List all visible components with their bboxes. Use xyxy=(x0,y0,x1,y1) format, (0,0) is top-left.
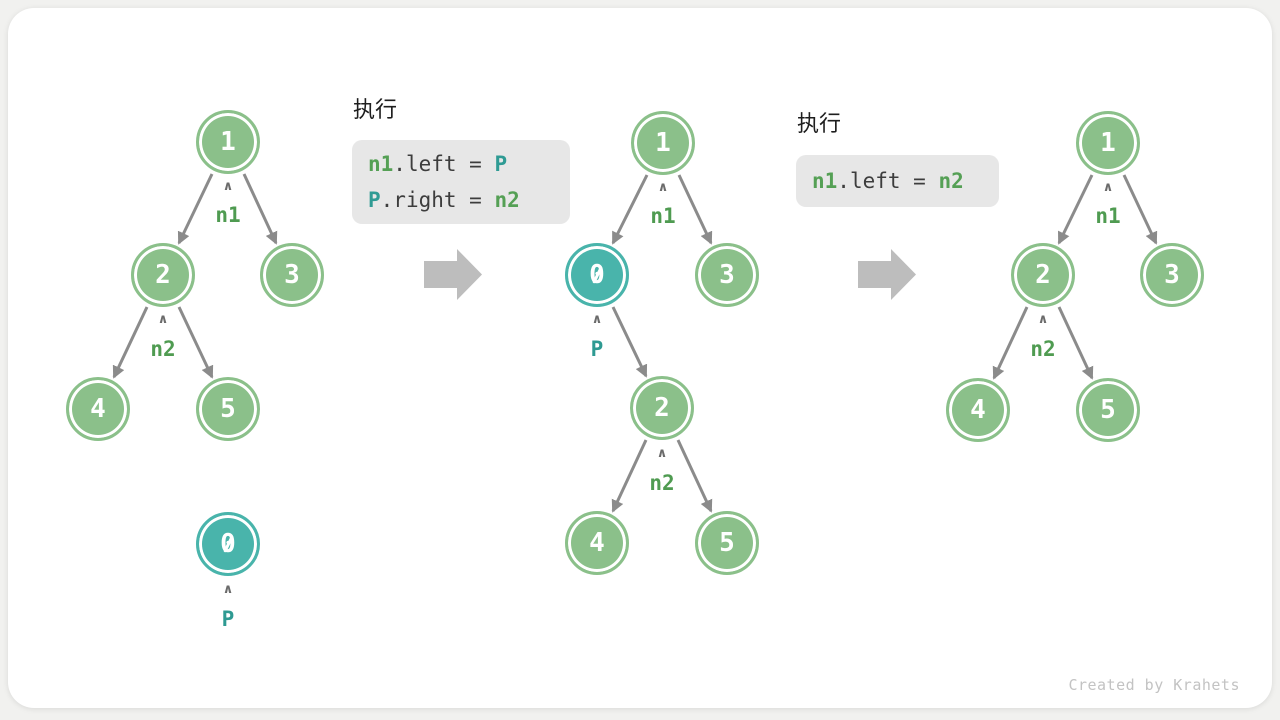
pointer-label-n2: n2 xyxy=(1030,337,1056,361)
pointer-label-n2: n2 xyxy=(150,337,176,361)
tree-node: 3 xyxy=(260,243,324,307)
node-value: 3 xyxy=(719,260,735,290)
node-value: 2 xyxy=(155,260,171,290)
tree-node: 2 xyxy=(131,243,195,307)
node-value: 1 xyxy=(1100,128,1116,158)
pointer-caret-icon: ∧ xyxy=(1037,312,1049,327)
code-block: n1.left = n2 xyxy=(796,155,999,207)
tree-node: 5 xyxy=(1076,378,1140,442)
tree-node: 3 xyxy=(1140,243,1204,307)
tree-node: 3 xyxy=(695,243,759,307)
exec-label: 执行 xyxy=(797,112,842,137)
exec-label: 执行 xyxy=(353,98,398,123)
tree-node: 5 xyxy=(196,377,260,441)
code-line: n1.left = n2 xyxy=(812,163,983,199)
watermark-credit: Created by Krahets xyxy=(1068,676,1240,694)
diagram-card xyxy=(8,8,1272,708)
tree-node: 1 xyxy=(631,111,695,175)
code-token: n1 xyxy=(812,169,838,193)
tree-node-p: 0 xyxy=(196,512,260,576)
node-value: 3 xyxy=(1164,260,1180,290)
code-line: n1.left = P xyxy=(368,146,554,182)
node-value: 2 xyxy=(1035,260,1051,290)
tree-node: 1 xyxy=(1076,111,1140,175)
code-token: .left = xyxy=(837,169,939,193)
code-token: P xyxy=(368,188,381,212)
tree-node: 4 xyxy=(66,377,130,441)
node-value: 3 xyxy=(284,260,300,290)
node-value: 5 xyxy=(719,528,735,558)
pointer-label-p: P xyxy=(590,337,604,361)
pointer-label-n2: n2 xyxy=(649,471,675,495)
tree-node-p: 0 xyxy=(565,243,629,307)
node-value: 4 xyxy=(90,394,106,424)
pointer-label-p: P xyxy=(221,607,235,631)
code-token: .left = xyxy=(393,152,495,176)
node-value: 4 xyxy=(589,528,605,558)
tree-node: 2 xyxy=(630,376,694,440)
pointer-caret-icon: ∧ xyxy=(591,312,603,327)
node-value: 1 xyxy=(220,127,236,157)
code-token: n1 xyxy=(368,152,394,176)
tree-node: 2 xyxy=(1011,243,1075,307)
code-token: n2 xyxy=(938,169,964,193)
tree-node: 5 xyxy=(695,511,759,575)
pointer-caret-icon: ∧ xyxy=(157,312,169,327)
tree-node: 1 xyxy=(196,110,260,174)
pointer-label-n1: n1 xyxy=(1095,204,1121,228)
node-value: 2 xyxy=(654,393,670,423)
tree-node: 4 xyxy=(565,511,629,575)
node-value: 5 xyxy=(1100,395,1116,425)
code-token: n2 xyxy=(494,188,520,212)
pointer-label-n1: n1 xyxy=(215,203,241,227)
node-value: 5 xyxy=(220,394,236,424)
node-value: 4 xyxy=(970,395,986,425)
tree-node: 4 xyxy=(946,378,1010,442)
code-line: P.right = n2 xyxy=(368,182,554,218)
pointer-caret-icon: ∧ xyxy=(657,180,669,195)
pointer-label-n1: n1 xyxy=(650,204,676,228)
node-value: 1 xyxy=(655,128,671,158)
pointer-caret-icon: ∧ xyxy=(1102,180,1114,195)
pointer-caret-icon: ∧ xyxy=(656,446,668,461)
pointer-caret-icon: ∧ xyxy=(222,179,234,194)
code-token: .right = xyxy=(380,188,495,212)
pointer-caret-icon: ∧ xyxy=(222,582,234,597)
code-token: P xyxy=(494,152,508,176)
